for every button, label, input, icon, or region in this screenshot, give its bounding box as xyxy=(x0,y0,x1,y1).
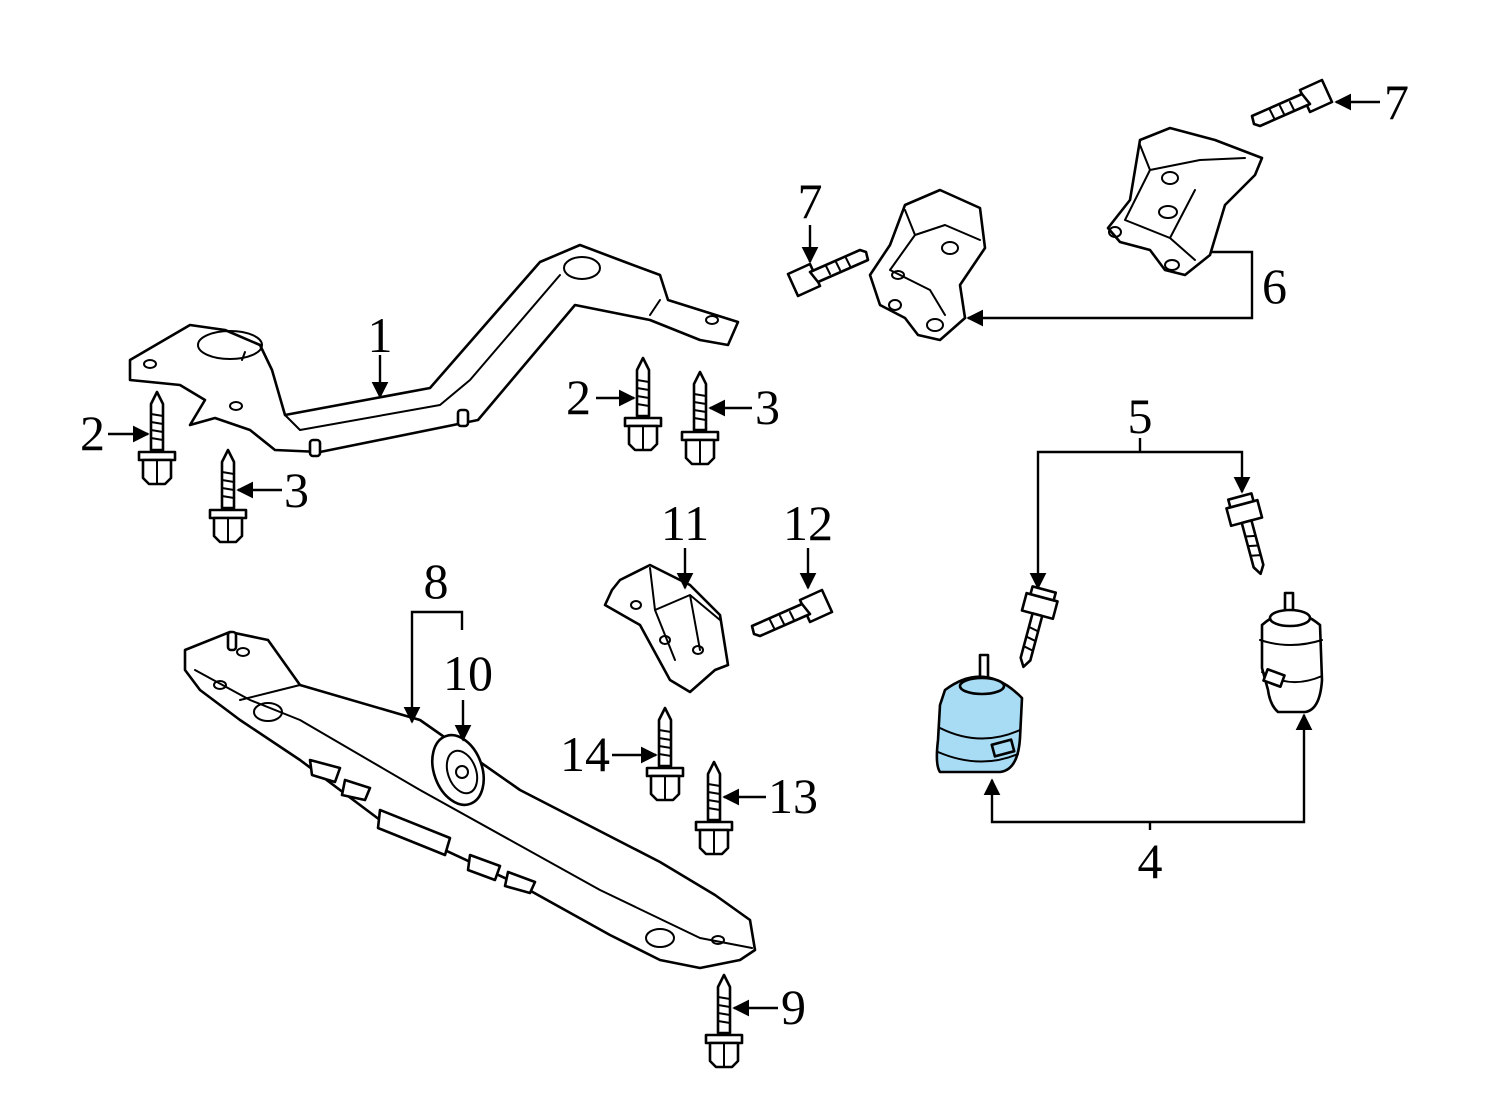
callout-8: 8 xyxy=(424,553,449,609)
bolt-7-right xyxy=(1250,78,1334,128)
engine-bracket-left xyxy=(868,188,987,342)
bolt-2-left xyxy=(137,390,177,486)
callout-1: 1 xyxy=(368,307,393,363)
bolt-13 xyxy=(694,760,734,856)
transmission-mount-bushing xyxy=(431,733,485,807)
callout-3-right: 3 xyxy=(755,379,780,435)
bolt-3-right xyxy=(680,370,720,466)
callout-6: 6 xyxy=(1262,258,1287,314)
callout-9: 9 xyxy=(781,979,806,1035)
mount-bolt-right xyxy=(1225,492,1265,576)
crossmember-upper xyxy=(128,243,740,458)
bolt-7-left xyxy=(786,248,870,298)
transmission-mount-bracket xyxy=(603,563,730,694)
mount-bolt-left xyxy=(1019,585,1059,669)
bolt-9 xyxy=(704,973,744,1069)
engine-bracket-right xyxy=(1106,126,1264,277)
callout-10: 10 xyxy=(443,645,493,701)
callout-4: 4 xyxy=(1138,833,1163,889)
bolt-3-left xyxy=(208,448,248,544)
callout-5: 5 xyxy=(1128,388,1153,444)
callout-2-right: 2 xyxy=(566,369,591,425)
callout-3-left: 3 xyxy=(284,462,309,518)
callout-14: 14 xyxy=(560,726,610,782)
callout-7-left: 7 xyxy=(798,173,823,229)
callout-13: 13 xyxy=(768,768,818,824)
bolt-2-right xyxy=(623,356,663,452)
callout-2-left: 2 xyxy=(80,405,105,461)
callout-12: 12 xyxy=(783,495,833,551)
bolt-12 xyxy=(750,588,834,638)
engine-mount-right xyxy=(1259,591,1324,714)
callout-11: 11 xyxy=(661,495,709,551)
callout-7-right: 7 xyxy=(1384,74,1409,130)
engine-mount-left-highlighted xyxy=(935,653,1024,774)
